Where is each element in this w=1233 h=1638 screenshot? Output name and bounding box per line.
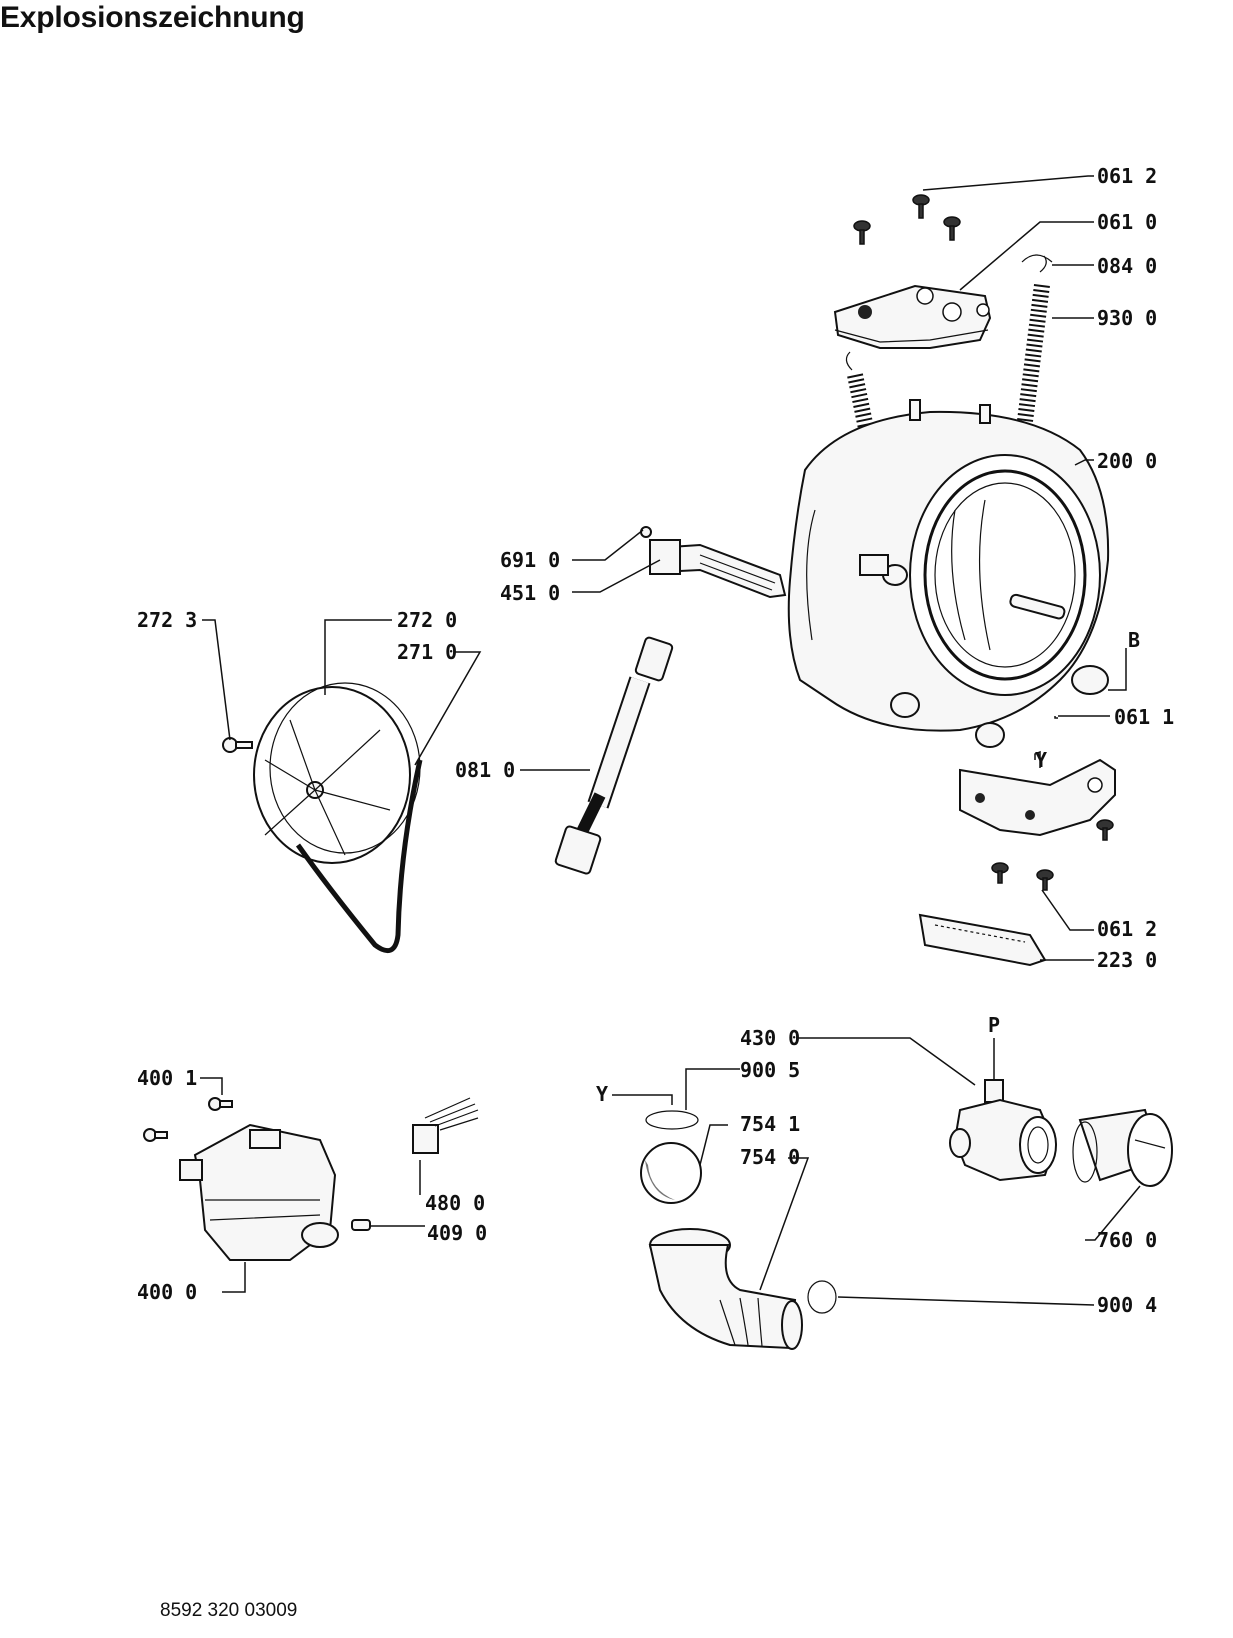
label-spring: 930 0 — [1097, 306, 1157, 330]
label-marker-y-hose: Y — [596, 1082, 608, 1106]
label-motor-screw: 400 1 — [137, 1066, 197, 1090]
label-hook-clip: 084 0 — [1097, 254, 1157, 278]
label-weight: 223 0 — [1097, 948, 1157, 972]
side-bracket — [959, 758, 1116, 837]
drive-belt — [295, 759, 423, 954]
drain-hose — [648, 1228, 803, 1350]
label-side-bracket: 061 1 — [1114, 705, 1174, 729]
label-marker-b: B — [1128, 628, 1140, 652]
label-screw-top: 061 2 — [1097, 164, 1157, 188]
label-sensor: 691 0 — [500, 548, 560, 572]
leader-lines — [200, 175, 1141, 1306]
washer-tub — [787, 399, 1110, 748]
motor-screw — [208, 1097, 233, 1111]
label-tub: 200 0 — [1097, 449, 1157, 473]
cover-bracket — [833, 284, 992, 349]
label-motor: 400 0 — [137, 1280, 197, 1304]
pulley-screw — [222, 737, 253, 753]
hook-clip — [1021, 254, 1053, 263]
label-marker-p: P — [988, 1013, 1000, 1037]
temperature-sensor — [640, 526, 652, 538]
motor-plug — [351, 1219, 371, 1231]
document-number: 8592 320 03009 — [160, 1600, 298, 1621]
label-pump: 430 0 — [740, 1026, 800, 1050]
label-motor-plug: 409 0 — [427, 1221, 487, 1245]
label-cover-bracket: 061 0 — [1097, 210, 1157, 234]
counterweight — [918, 913, 1047, 967]
motor-capacitor-connector — [412, 1097, 479, 1154]
drive-motor — [179, 1123, 339, 1261]
drain-ball — [640, 1142, 702, 1204]
hose-clamp — [807, 1280, 837, 1314]
label-pulley: 272 0 — [397, 608, 457, 632]
label-filter: 760 0 — [1097, 1228, 1157, 1252]
label-capacitor: 480 0 — [425, 1191, 485, 1215]
bottom-screws — [991, 819, 1114, 891]
label-heater: 451 0 — [500, 581, 560, 605]
drum-pulley — [253, 682, 421, 864]
top-screws — [853, 194, 961, 245]
label-belt: 271 0 — [397, 640, 457, 664]
label-marker-y-tub: Y — [1035, 748, 1047, 772]
heating-element — [649, 539, 787, 599]
label-ball: 754 1 — [740, 1112, 800, 1136]
hose-gasket — [645, 1110, 699, 1130]
page-title: Explosionszeichnung — [0, 1, 305, 34]
label-gasket: 900 5 — [740, 1058, 800, 1082]
motor-screw-2 — [143, 1128, 168, 1142]
label-clamp: 900 4 — [1097, 1293, 1157, 1317]
part-labels: 061 2 061 0 084 0 930 0 200 0 691 0 451 … — [137, 164, 1174, 1317]
shock-absorber — [554, 636, 674, 875]
label-hose: 754 0 — [740, 1145, 800, 1169]
drain-pump — [949, 1079, 1057, 1182]
label-damper: 081 0 — [455, 758, 515, 782]
pump-filter — [1072, 1108, 1173, 1187]
label-pulley-screw: 272 3 — [137, 608, 197, 632]
label-screw-bottom: 061 2 — [1097, 917, 1157, 941]
